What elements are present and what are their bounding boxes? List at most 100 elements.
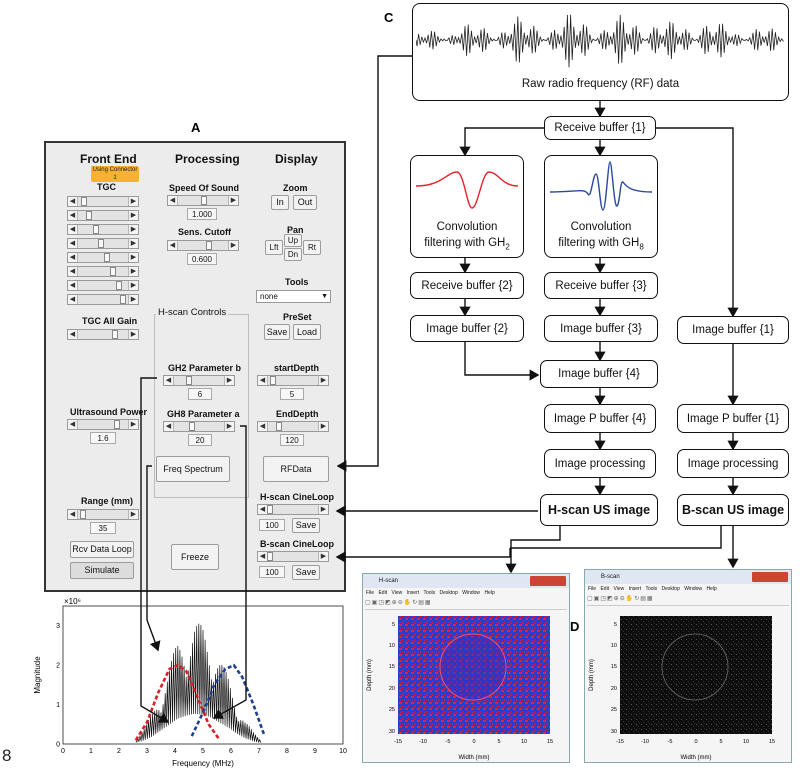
slider-thumb[interactable] [270,376,276,385]
tools-dropdown-value: none [260,292,278,301]
freeze-button[interactable]: Freeze [171,544,219,570]
hscan-window-title: H-scan [379,578,399,584]
arrow-bscan-to-window-left [510,526,722,549]
slider-thumb[interactable] [267,505,273,514]
panel-label-c: C [384,10,394,25]
tgc-slider[interactable]: ◀▶ [67,196,139,207]
hscan-cineloop-save-button[interactable]: Save [292,518,320,533]
window-controls[interactable] [752,572,788,582]
x-tick-label: 2 [117,748,121,755]
range-slider[interactable]: ◀▶ [67,509,139,520]
start-depth-slider[interactable]: ◀▶ [257,375,329,386]
tgc-slider[interactable]: ◀▶ [67,210,139,221]
slider-thumb[interactable] [189,422,195,431]
slider-thumb[interactable] [81,197,87,206]
x-axis-label: Frequency (MHz) [172,759,234,768]
menu-edit[interactable]: Edit [378,590,388,596]
receive-buffer-3: Receive buffer {3} [544,272,658,299]
x-tick-label: 1 [89,748,93,755]
preset-save-button[interactable]: Save [264,324,290,340]
slider-thumb[interactable] [276,422,282,431]
tgc-slider[interactable]: ◀▶ [67,238,139,249]
hscan-cineloop-slider[interactable]: ◀▶ [257,504,329,515]
connector-badge: Using Connector 1 [91,166,139,182]
ultrasound-power-value: 1.6 [90,432,116,444]
zoom-out-button[interactable]: Out [293,195,317,210]
menu-insert[interactable]: Insert [628,586,642,592]
bscan-window-titlebar: B-scan [585,570,791,584]
menu-insert[interactable]: Insert [406,590,420,596]
slider-thumb[interactable] [116,281,122,290]
y-exponent: ×10⁶ [64,598,81,606]
hscan-xtick: 15 [547,739,553,745]
menu-edit[interactable]: Edit [600,586,610,592]
window-controls[interactable] [530,576,566,586]
hscan-toolbar[interactable]: ▢▣◳◩⊕⊖✋↻▤▦ [365,598,567,610]
hscan-menu-bar: File Edit View Insert Tools Desktop Wind… [363,588,569,598]
tgc-slider[interactable]: ◀▶ [67,266,139,277]
image-processing-h: Image processing [544,449,656,478]
ultrasound-power-slider[interactable]: ◀▶ [67,419,139,430]
series-line-1 [134,663,221,741]
slider-thumb[interactable] [98,239,104,248]
gh8-param-slider[interactable]: ◀▶ [163,421,235,432]
pan-down-button[interactable]: Dn [284,248,302,261]
menu-desktop[interactable]: Desktop [661,586,680,592]
tgc-slider[interactable]: ◀▶ [67,280,139,291]
simulate-button[interactable]: Simulate [70,562,134,579]
preset-load-button[interactable]: Load [293,324,321,340]
menu-file[interactable]: File [366,590,375,596]
menu-view[interactable]: View [391,590,403,596]
slider-thumb[interactable] [93,225,99,234]
end-depth-slider[interactable]: ◀▶ [257,421,329,432]
pan-right-button[interactable]: Rt [303,240,321,255]
slider-thumb[interactable] [114,420,120,429]
slider-thumb[interactable] [267,552,273,561]
pan-left-button[interactable]: Lft [265,240,283,255]
menu-help[interactable]: Help [706,586,717,592]
image-buffer-4: Image buffer {4} [540,360,658,388]
pan-up-button[interactable]: Up [284,234,302,247]
y-tick-label: 1 [56,702,60,709]
menu-file[interactable]: File [588,586,597,592]
slider-thumb[interactable] [86,211,92,220]
slider-thumb[interactable] [186,376,192,385]
hscan-cineloop-value: 100 [259,519,285,531]
zoom-in-button[interactable]: In [271,195,289,210]
menu-help[interactable]: Help [484,590,495,596]
menu-window[interactable]: Window [462,590,481,596]
slider-thumb[interactable] [110,267,116,276]
hscan-window: H-scan File Edit View Insert Tools Deskt… [362,573,570,763]
slider-thumb[interactable] [104,253,110,262]
tgc-slider[interactable]: ◀▶ [67,294,139,305]
x-tick-label: 6 [229,748,233,755]
menu-desktop[interactable]: Desktop [439,590,458,596]
menu-window[interactable]: Window [684,586,703,592]
slider-thumb[interactable] [80,510,86,519]
tools-dropdown[interactable]: none ▼ [256,290,331,303]
x-tick-label: 5 [201,748,205,755]
speed-of-sound-slider[interactable]: ◀▶ [167,195,239,206]
menu-tools[interactable]: Tools [423,590,436,596]
bscan-cineloop-save-button[interactable]: Save [292,565,320,580]
gh2-param-slider[interactable]: ◀▶ [163,375,235,386]
hscan-xtick: 0 [472,739,475,745]
slider-thumb[interactable] [201,196,207,205]
sens-cutoff-slider[interactable]: ◀▶ [167,240,239,251]
menu-tools[interactable]: Tools [645,586,658,592]
bscan-ytick: 15 [611,664,617,670]
freq-spectrum-button[interactable]: Freq Spectrum [156,456,230,482]
tgc-slider[interactable]: ◀▶ [67,252,139,263]
chevron-down-icon: ▼ [321,293,328,300]
rfdata-button[interactable]: RFData [263,456,329,482]
slider-thumb[interactable] [112,330,118,339]
slider-thumb[interactable] [120,295,126,304]
slider-thumb[interactable] [206,241,212,250]
bscan-toolbar[interactable]: ▢▣◳◩⊕⊖✋↻▤▦ [587,594,789,606]
tgc-all-gain-slider[interactable]: ◀▶ [67,329,139,340]
menu-view[interactable]: View [613,586,625,592]
conv-gh2-line2: filtering with GH [424,237,506,249]
bscan-cineloop-slider[interactable]: ◀▶ [257,551,329,562]
rcv-data-loop-button[interactable]: Rcv Data Loop [70,541,134,558]
tgc-slider[interactable]: ◀▶ [67,224,139,235]
